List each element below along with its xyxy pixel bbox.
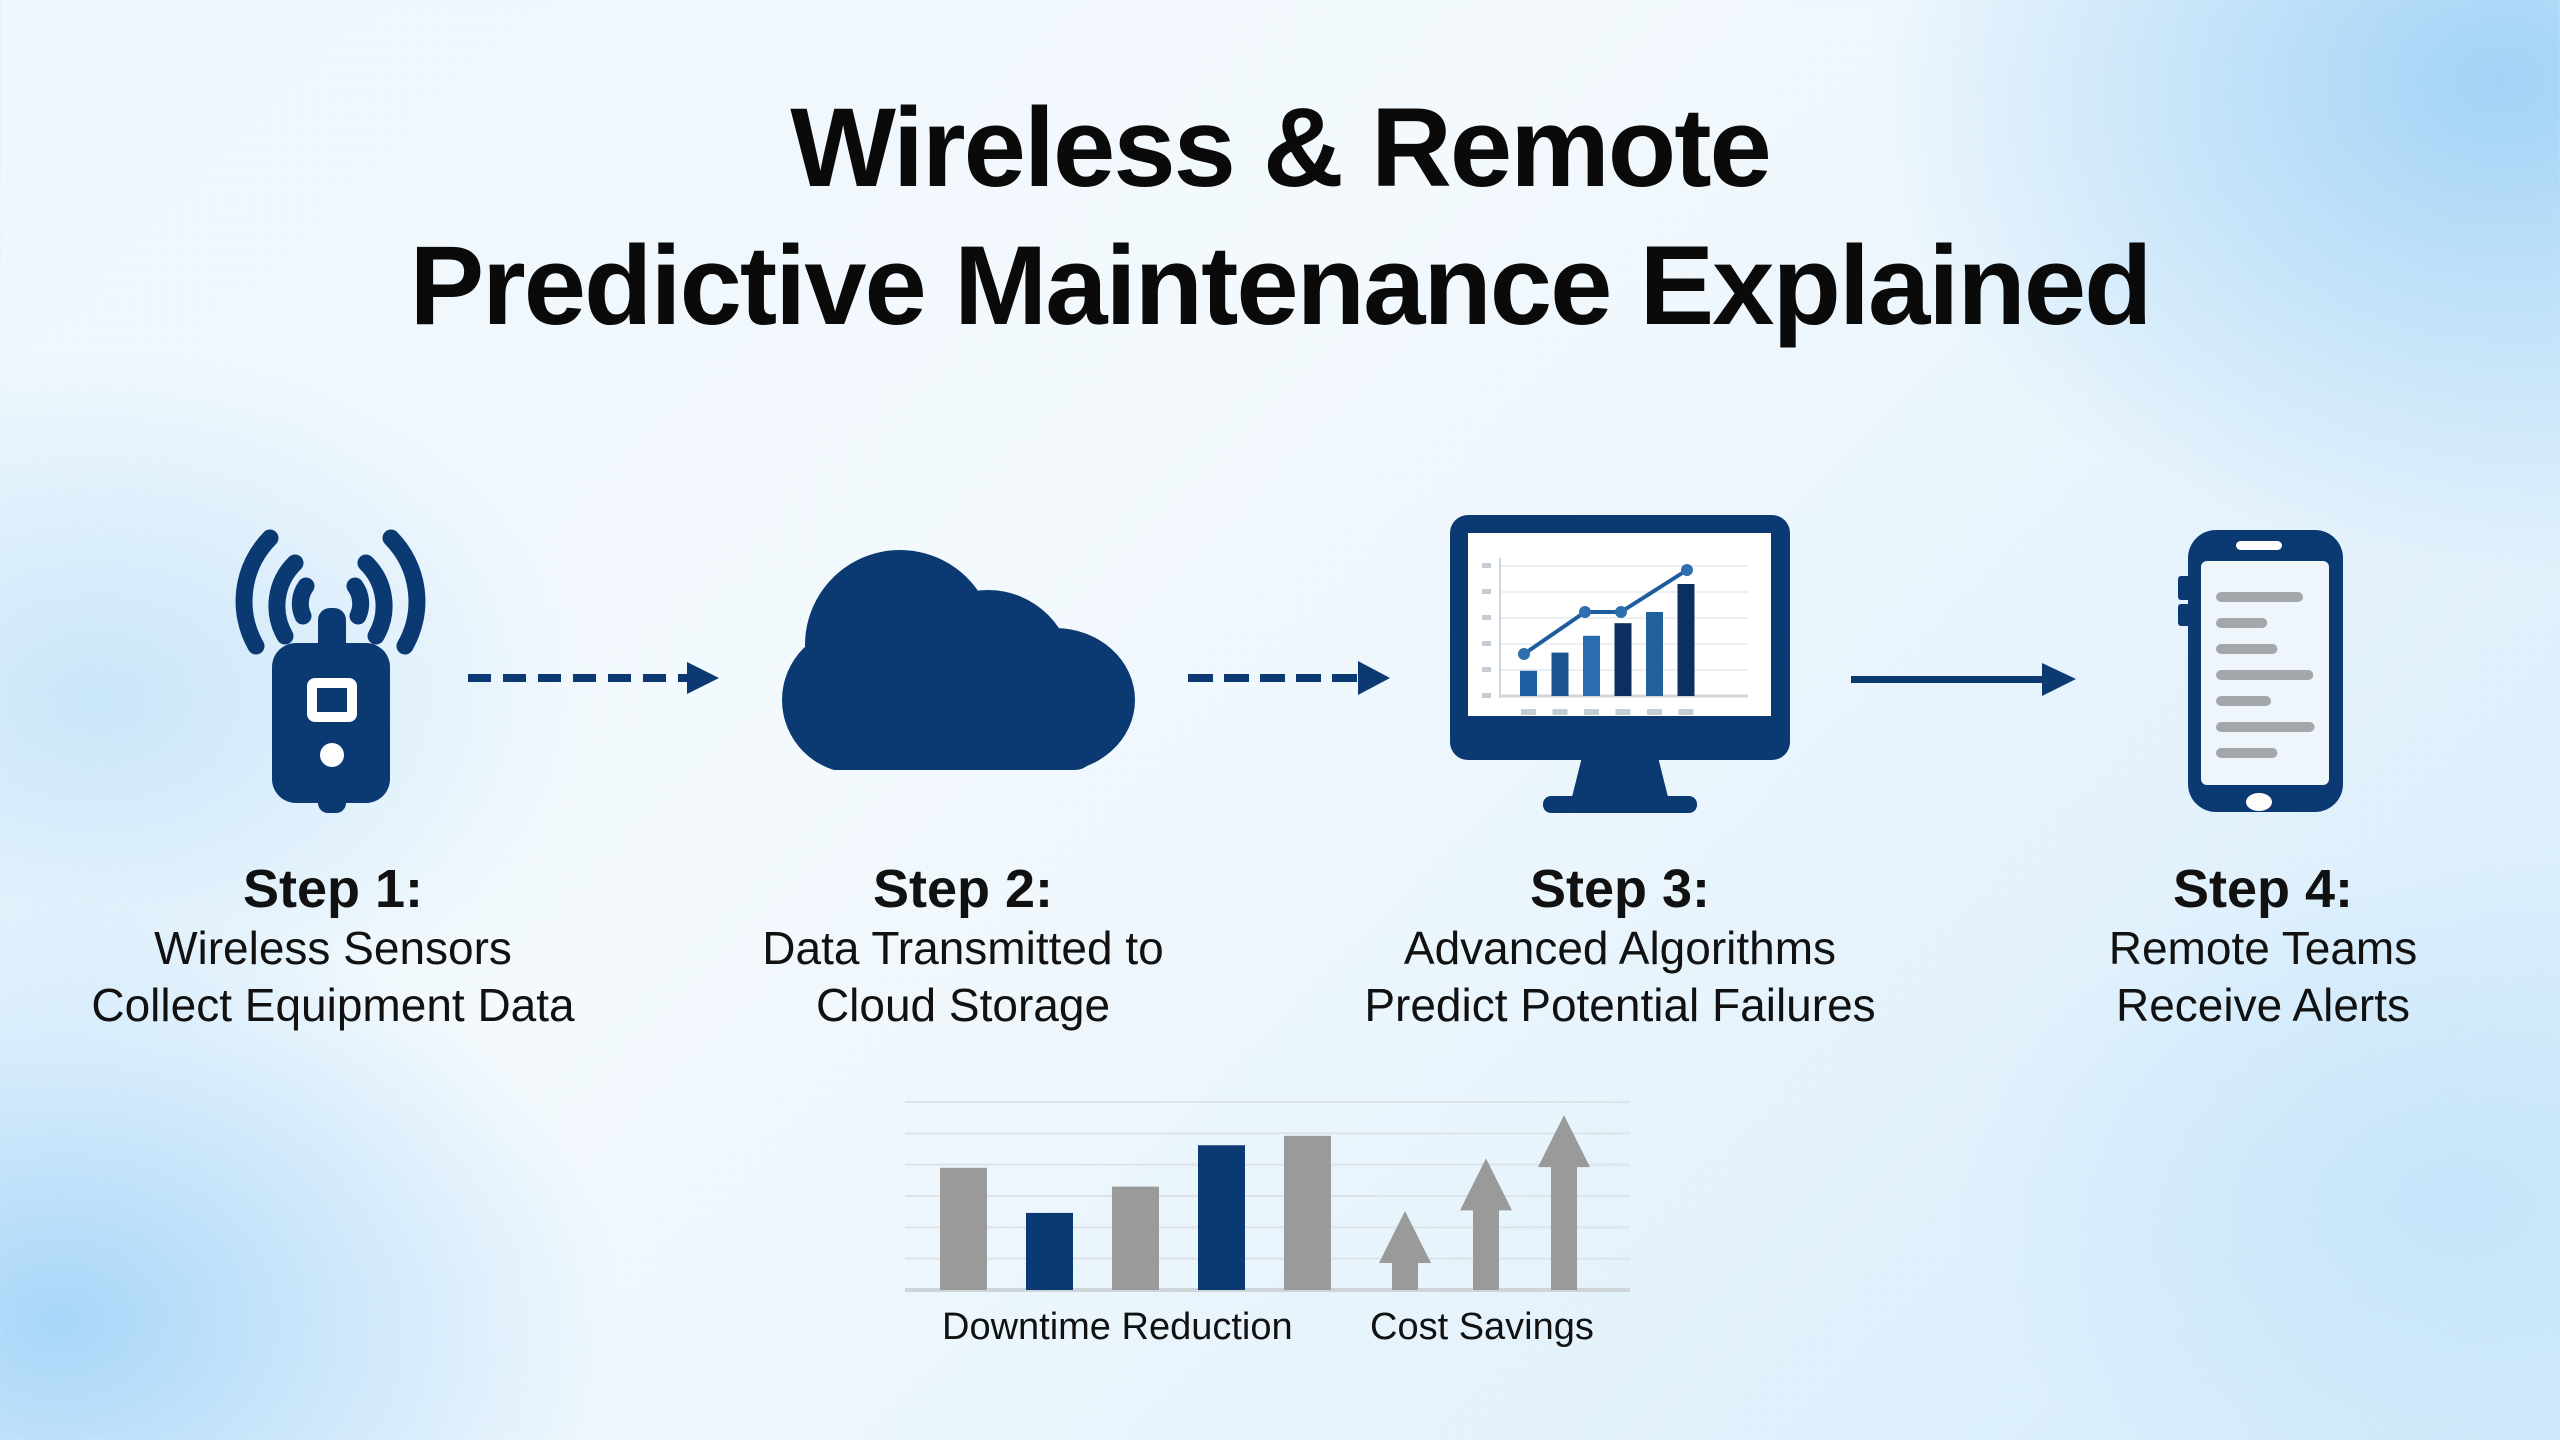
mini-trend-point bbox=[1579, 606, 1591, 618]
phone-speaker bbox=[2236, 541, 2282, 550]
step-4-line-1: Remote Teams bbox=[2108, 922, 2418, 974]
signal-wave-left-middle bbox=[268, 554, 304, 645]
step-1-line-2: Collect Equipment Data bbox=[91, 979, 575, 1031]
mini-trend-point bbox=[1681, 564, 1693, 576]
mini-bar bbox=[1614, 623, 1632, 696]
smartphone-icon bbox=[2178, 530, 2343, 812]
mini-x-tick bbox=[1552, 709, 1568, 715]
mini-x-tick bbox=[1615, 709, 1631, 715]
step-2: Step 2: Data Transmitted to Cloud Storag… bbox=[613, 858, 1313, 1034]
phone-home-button bbox=[2246, 793, 2272, 811]
sensor-body bbox=[272, 643, 390, 803]
mini-bar bbox=[1583, 635, 1600, 696]
phone-side-button bbox=[2178, 604, 2190, 626]
step-3-line-1: Advanced Algorithms bbox=[1403, 922, 1837, 974]
mini-y-tick bbox=[1482, 667, 1491, 672]
monitor-mini-chart bbox=[1482, 558, 1748, 715]
cost-arrow bbox=[1460, 1158, 1512, 1290]
alert-line bbox=[2216, 748, 2278, 758]
signal-wave-right-middle bbox=[357, 554, 393, 645]
benefits-chart bbox=[905, 1101, 1630, 1292]
title-line-1: Wireless & Remote bbox=[790, 85, 1772, 210]
step-1-line-1: Wireless Sensors bbox=[154, 922, 512, 974]
signal-wave-right-inner bbox=[346, 577, 370, 625]
mini-bar bbox=[1551, 652, 1569, 696]
dashed-arrow-1-to-2 bbox=[468, 662, 719, 694]
step-2-heading: Step 2: bbox=[872, 859, 1054, 919]
alert-text-lines bbox=[2216, 592, 2315, 758]
mini-x-tick bbox=[1647, 709, 1662, 715]
alert-line bbox=[2216, 618, 2268, 628]
step-4-heading: Step 4: bbox=[2172, 859, 2354, 919]
alert-line bbox=[2216, 696, 2272, 706]
downtime-bar bbox=[1284, 1135, 1331, 1290]
alert-line bbox=[2216, 722, 2315, 732]
alert-line bbox=[2216, 592, 2304, 602]
chart-gridlines bbox=[905, 1101, 1630, 1292]
downtime-bar bbox=[1198, 1145, 1245, 1290]
mini-trend-line bbox=[1522, 568, 1689, 656]
cost-arrow bbox=[1379, 1211, 1431, 1290]
step-4-line-2: Receive Alerts bbox=[2115, 979, 2410, 1031]
step-3-line-2: Predict Potential Failures bbox=[1364, 979, 1876, 1031]
mini-y-tick bbox=[1482, 693, 1491, 698]
monitor-chart-icon bbox=[1450, 515, 1790, 813]
mini-x-tick bbox=[1678, 709, 1694, 715]
mini-trend-point bbox=[1615, 606, 1627, 618]
monitor-base bbox=[1543, 796, 1697, 813]
signal-wave-left-inner bbox=[291, 577, 315, 625]
mini-x-tick bbox=[1584, 709, 1599, 715]
mini-y-tick bbox=[1482, 615, 1491, 620]
downtime-bar bbox=[940, 1167, 987, 1290]
step-1-heading: Step 1: bbox=[242, 859, 424, 919]
wireless-sensor-icon bbox=[235, 529, 426, 813]
mini-y-tick bbox=[1482, 641, 1491, 646]
cloud-icon bbox=[782, 550, 1135, 770]
mini-bar bbox=[1677, 584, 1695, 696]
mini-bar bbox=[1646, 612, 1663, 696]
step-3-heading: Step 3: bbox=[1529, 859, 1711, 919]
mini-x-tick bbox=[1521, 709, 1536, 715]
cost-arrow bbox=[1538, 1115, 1590, 1290]
downtime-bar bbox=[1112, 1186, 1159, 1290]
mini-y-tick bbox=[1482, 563, 1491, 568]
signal-wave-right-outer bbox=[382, 529, 426, 655]
solid-arrow-3-to-4 bbox=[1851, 663, 2076, 696]
alert-line bbox=[2216, 644, 2278, 654]
mini-trend-point bbox=[1518, 648, 1530, 660]
phone-side-button bbox=[2178, 576, 2190, 600]
cost-arrows bbox=[1379, 1115, 1590, 1290]
dashed-arrow-2-to-3 bbox=[1188, 661, 1390, 695]
downtime-bar bbox=[1026, 1212, 1073, 1290]
mini-bar bbox=[1520, 670, 1537, 696]
step-2-line-2: Cloud Storage bbox=[815, 979, 1111, 1031]
monitor-stand bbox=[1570, 757, 1670, 805]
cost-savings-label: Cost Savings bbox=[1370, 1306, 1594, 1348]
step-1: Step 1: Wireless Sensors Collect Equipme… bbox=[0, 858, 683, 1034]
downtime-reduction-label: Downtime Reduction bbox=[942, 1306, 1293, 1348]
downtime-bars bbox=[940, 1135, 1331, 1290]
step-4: Step 4: Remote Teams Receive Alerts bbox=[1913, 858, 2560, 1034]
signal-wave-left-outer bbox=[235, 529, 279, 655]
title-line-2: Predictive Maintenance Explained bbox=[409, 223, 2152, 348]
alert-line bbox=[2216, 670, 2314, 680]
mini-y-tick bbox=[1482, 589, 1491, 594]
step-2-line-1: Data Transmitted to bbox=[762, 922, 1164, 974]
step-3: Step 3: Advanced Algorithms Predict Pote… bbox=[1270, 858, 1970, 1034]
